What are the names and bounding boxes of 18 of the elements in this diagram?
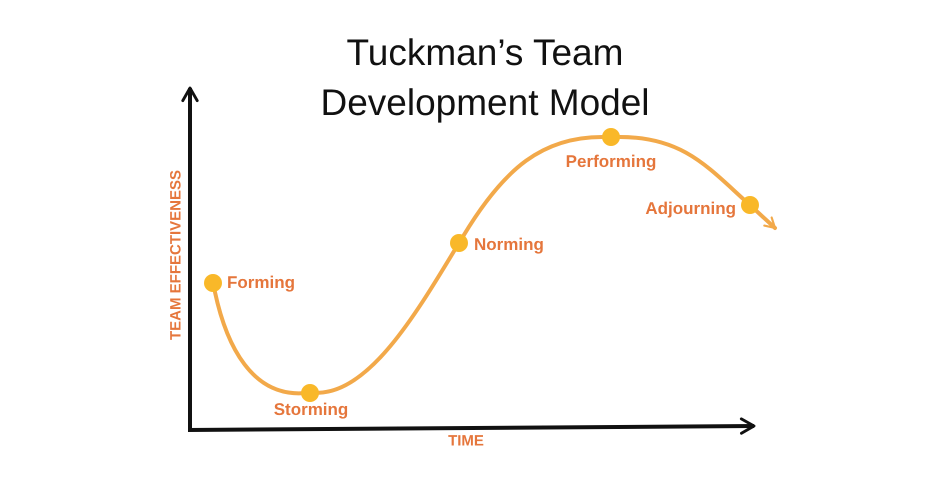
arrow — [754, 209, 777, 230]
stage-point — [602, 128, 620, 146]
curve-segment — [618, 135, 746, 201]
curve-segment — [462, 135, 604, 238]
stage-point — [301, 384, 319, 402]
stage-label: Adjourning — [645, 199, 736, 219]
stage-label: Forming — [227, 273, 295, 293]
stage-label: Storming — [274, 400, 348, 420]
curve-segment — [212, 290, 303, 396]
axis-title: TEAM EFFECTIVENESS — [167, 170, 185, 340]
stage-point — [741, 196, 759, 214]
stage-label: Norming — [474, 235, 544, 255]
stage-label: Performing — [566, 152, 656, 172]
curve-segment — [317, 248, 456, 395]
diagram-title: Tuckman’s Team Development Model — [319, 31, 651, 125]
axis-title: TIME — [448, 432, 484, 450]
stage-point — [204, 274, 222, 292]
stage-point — [450, 234, 468, 252]
